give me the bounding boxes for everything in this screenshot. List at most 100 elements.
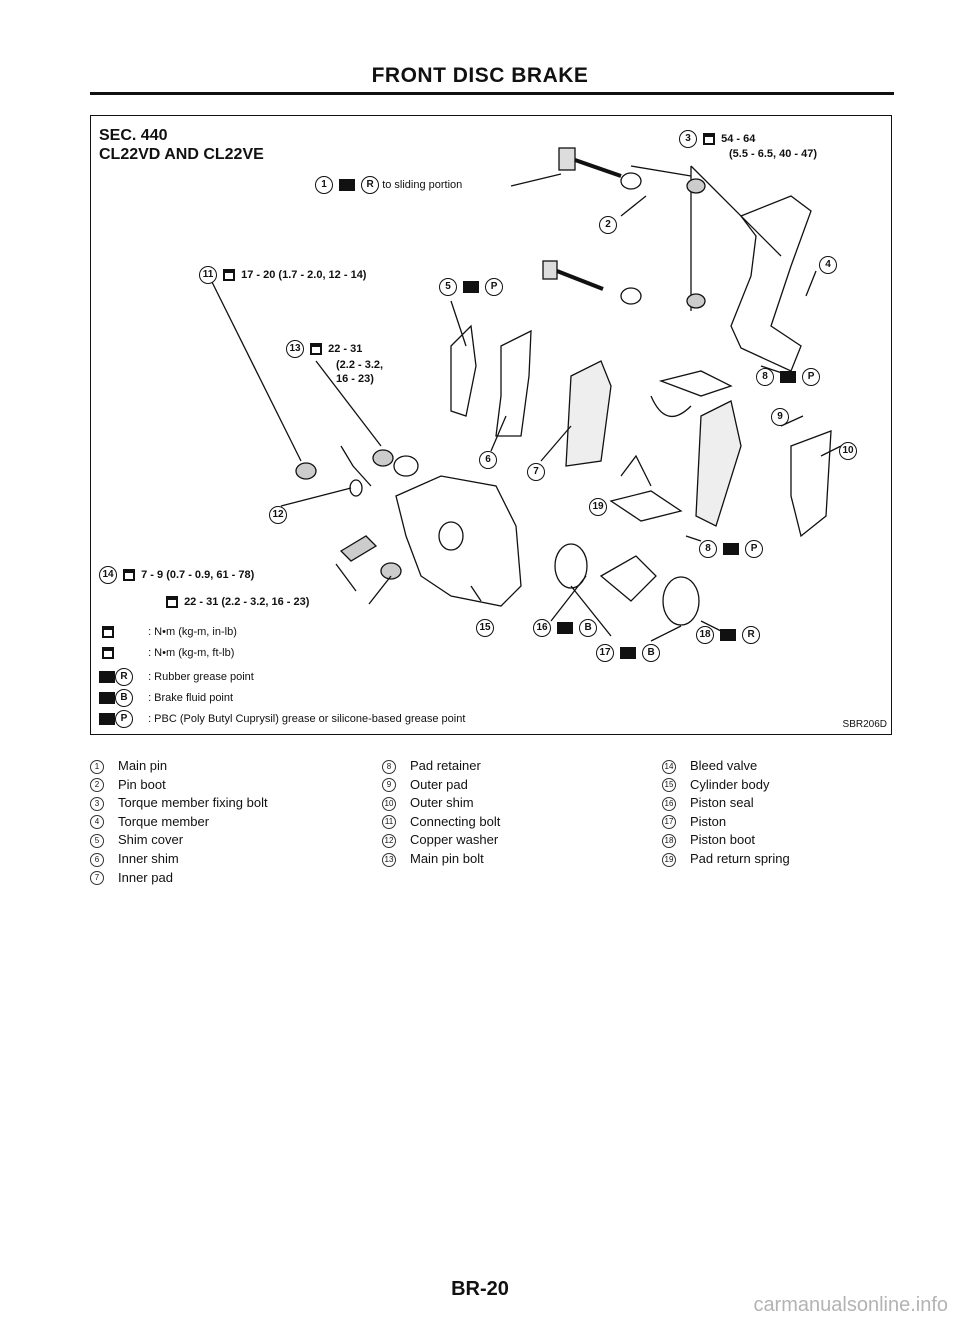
main-pin-bolt-drawing bbox=[542, 260, 604, 291]
callout-4-label: 4 bbox=[819, 256, 837, 274]
callout-15: 15 bbox=[476, 619, 494, 637]
outer-pad-drawing bbox=[695, 400, 742, 527]
callout-1: 1 bbox=[315, 176, 333, 194]
callout-5-label: 5 P bbox=[439, 278, 504, 296]
callout-8-bottom-label: 8 P bbox=[699, 540, 764, 558]
letter-r-icon: R bbox=[361, 176, 380, 194]
callout-9: 9 bbox=[771, 408, 789, 426]
pbc-grease-icon bbox=[463, 281, 480, 293]
piston-seal-drawing bbox=[554, 543, 588, 589]
callout-12-label: 12 bbox=[269, 506, 287, 524]
torque-3-values: (5.5 - 6.5, 40 - 47) bbox=[729, 148, 818, 160]
callout-14: 14 bbox=[99, 566, 117, 584]
torque-wrench-icon bbox=[102, 647, 114, 660]
sliding-note-text: to sliding portion bbox=[382, 178, 463, 191]
rubber-grease-icon bbox=[720, 629, 737, 641]
callout-18: 18 bbox=[696, 626, 714, 644]
legend-row-5: P : PBC (Poly Butyl Cuprysil) grease or … bbox=[99, 710, 465, 728]
callout-13: 13 bbox=[286, 340, 304, 358]
letter-p-icon: P bbox=[745, 540, 764, 558]
torque-11-label: 11 17 - 20 (1.7 - 2.0, 12 - 14) bbox=[199, 266, 366, 284]
torque-wrench-icon bbox=[223, 269, 236, 281]
torque-wrench-small-icon bbox=[102, 626, 114, 639]
callout-5: 5 bbox=[439, 278, 457, 296]
pad-retainer-drawing bbox=[658, 370, 733, 397]
brake-fluid-icon bbox=[620, 647, 637, 659]
torque-wrench-icon bbox=[703, 133, 716, 145]
callout-17: 17 bbox=[596, 644, 614, 662]
callout-17-label: 17 B bbox=[596, 644, 661, 662]
title-rule bbox=[90, 92, 894, 95]
brake-fluid-icon bbox=[99, 692, 115, 704]
torque-wrench-icon bbox=[310, 343, 323, 355]
callout-16-label: 16 B bbox=[533, 619, 598, 637]
torque-wrench-icon bbox=[123, 569, 136, 581]
rubber-grease-icon bbox=[339, 179, 356, 191]
piston-boot-drawing bbox=[662, 576, 700, 626]
letter-b-icon: B bbox=[642, 644, 661, 662]
pbc-grease-icon bbox=[780, 371, 797, 383]
callout-2-label: 2 bbox=[599, 216, 617, 234]
section-header: SEC. 440 CL22VD AND CL22VE bbox=[99, 126, 264, 164]
pbc-grease-icon bbox=[99, 713, 115, 725]
letter-p-icon: P bbox=[802, 368, 821, 386]
callout-8: 8 bbox=[756, 368, 774, 386]
reference-code: SBR206D bbox=[842, 719, 887, 730]
inner-pad-drawing bbox=[565, 360, 612, 467]
callout-7: 7 bbox=[527, 463, 545, 481]
pbc-grease-icon bbox=[723, 543, 740, 555]
callout-6: 6 bbox=[479, 451, 497, 469]
rubber-grease-icon bbox=[99, 671, 115, 683]
callout-7-label: 7 bbox=[527, 463, 545, 481]
section-number: SEC. 440 bbox=[99, 127, 168, 144]
callout-4: 4 bbox=[819, 256, 837, 274]
page-title: FRONT DISC BRAKE bbox=[371, 64, 589, 87]
callout-15-label: 15 bbox=[476, 619, 494, 637]
outer-shim-drawing bbox=[790, 430, 832, 538]
callout-19-label: 19 bbox=[589, 498, 607, 516]
torque-3-label: 3 54 - 64 (5.5 - 6.5, 40 - 47) bbox=[679, 130, 817, 160]
piston-drawing bbox=[599, 555, 657, 602]
letter-r-icon: R bbox=[742, 626, 761, 644]
legend-row-1: : N•m (kg-m, in-lb) bbox=[99, 626, 237, 639]
callout-8b: 8 bbox=[699, 540, 717, 558]
torque-14-label: 14 7 - 9 (0.7 - 0.9, 61 - 78) bbox=[99, 566, 254, 584]
page-number: BR-20 bbox=[451, 1278, 509, 1300]
torque-13-label: 13 22 - 31 (2.2 - 3.2, 16 - 23) bbox=[286, 340, 383, 386]
bleed-valve-drawing bbox=[339, 535, 378, 562]
callout-6-label: 6 bbox=[479, 451, 497, 469]
callout-12: 12 bbox=[269, 506, 287, 524]
callout-16: 16 bbox=[533, 619, 551, 637]
callout-9-label: 9 bbox=[771, 408, 789, 426]
callout-2: 2 bbox=[599, 216, 617, 234]
connecting-bolt-drawing bbox=[295, 462, 317, 480]
callout-11: 11 bbox=[199, 266, 217, 284]
torque-wrench-icon bbox=[166, 596, 178, 609]
callout-3: 3 bbox=[679, 130, 697, 148]
copper-washer-drawing bbox=[349, 479, 363, 497]
watermark: carmanualsonline.info bbox=[753, 1294, 948, 1316]
callout-8-top-label: 8 P bbox=[756, 368, 821, 386]
letter-p-icon: P bbox=[485, 278, 504, 296]
letter-b-icon: B bbox=[579, 619, 598, 637]
shim-cover-drawing bbox=[495, 329, 532, 437]
